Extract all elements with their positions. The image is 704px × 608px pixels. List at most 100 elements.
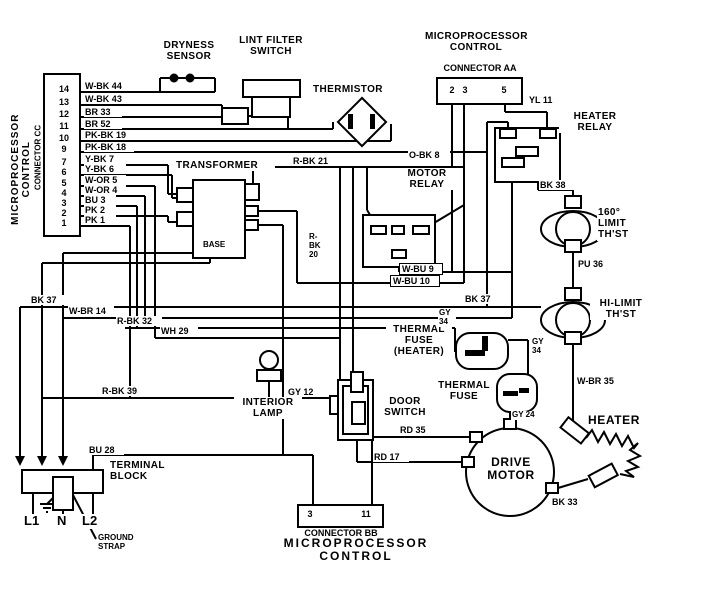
- bb-pin-3: 3: [302, 509, 318, 520]
- cc-pin-7: 7: [52, 157, 76, 168]
- wire-label-gy-24: GY 24: [511, 410, 543, 420]
- wire-label-wh-29: WH 29: [160, 326, 198, 337]
- wire-label-gy-34: GY 34: [438, 308, 456, 327]
- wire-label-br-33: BR 33: [84, 107, 122, 118]
- drive-motor-terminal: [469, 431, 483, 443]
- wire-label-bk-37: BK 37: [30, 295, 66, 306]
- wire-label-y-bk-7: Y-BK 7: [84, 154, 126, 165]
- wire-label-w-br-14: W-BR 14: [68, 306, 114, 317]
- aa-pin-3: 3: [458, 85, 472, 96]
- wire-label-pk-bk-19: PK-BK 19: [84, 130, 134, 141]
- terminal-n-label: N: [56, 513, 74, 529]
- wire-label-rd-35: RD 35: [399, 425, 435, 436]
- wire: [557, 478, 589, 489]
- motor-relay-terminal: [412, 225, 430, 235]
- cc-pin-3: 3: [52, 198, 76, 209]
- wire-label-pu-36: PU 36: [577, 259, 613, 270]
- aa-pin-2: 2: [445, 85, 459, 96]
- heater-relay-terminal: [499, 128, 517, 139]
- drive-motor-terminal: [461, 456, 475, 468]
- connector-aa-label: CONNECTOR AA: [432, 63, 528, 74]
- thermal-fuse-label: THERMAL FUSE: [432, 380, 496, 403]
- wire-label-r-bk-20: R- BK 20: [308, 232, 328, 260]
- wire-label-bk-37: BK 37: [464, 294, 500, 305]
- wire-label-y-bk-6: Y-BK 6: [84, 164, 126, 175]
- wire-label-gy-12: GY 12: [287, 387, 321, 398]
- heater-connector: [559, 415, 591, 445]
- wire-label-pk-2: PK 2: [84, 205, 116, 216]
- motor-relay-terminal: [370, 225, 387, 235]
- interior-lamp-label: INTERIOR LAMP: [234, 397, 302, 420]
- dryness-sensor-label: DRYNESS SENSOR: [150, 40, 228, 63]
- transformer-tab: [176, 187, 194, 203]
- cc-pin-6: 6: [52, 167, 76, 178]
- transformer-tab: [244, 219, 259, 231]
- wire-label-bu-3: BU 3: [84, 195, 116, 206]
- supply-arrow: [15, 456, 25, 466]
- terminal-l2-label: L2: [81, 513, 107, 529]
- cc-pin-11: 11: [52, 121, 76, 132]
- transformer-tab: [244, 205, 259, 217]
- transformer-tab: [176, 211, 194, 227]
- motor-relay-box: [362, 214, 436, 268]
- limit-160-label: 160° LIMIT TH'ST: [597, 207, 651, 241]
- wire-label-w-bk-44: W-BK 44: [84, 81, 132, 92]
- thermistor-pin: [370, 114, 375, 129]
- thermal-fuse-heater-pin: [465, 350, 485, 356]
- connector-cc-label: CONNECTOR CC: [33, 124, 43, 191]
- lint-filter-connector: [221, 107, 249, 125]
- wire-label-o-bk-8: O-BK 8: [408, 150, 450, 161]
- connector-bb-label: CONNECTOR BB: [301, 528, 381, 539]
- ground-strap-plate: [52, 476, 74, 511]
- hi-limit-terminal: [564, 287, 582, 301]
- motor-relay-label: MOTOR RELAY: [394, 168, 460, 191]
- supply-arrow: [58, 456, 68, 466]
- aa-pin-5: 5: [497, 85, 511, 96]
- wire-label-w-bu-9: W-BU 9: [399, 263, 443, 276]
- lint-filter-switch-sub: [251, 96, 291, 118]
- dryness-sensor-contact: [169, 73, 179, 83]
- wire-label-r-bk-32: R-BK 32: [116, 316, 162, 327]
- transformer-label: TRANSFORMER: [175, 160, 275, 172]
- heater-connector: [587, 462, 620, 489]
- wire-label-r-bk-21: R-BK 21: [292, 156, 338, 167]
- cc-pin-1: 1: [52, 218, 76, 229]
- wire-label-pk-1: PK 1: [84, 215, 116, 226]
- thermistor-body: [336, 96, 388, 148]
- wire-label-w-bk-43: W-BK 43: [84, 94, 132, 105]
- wire-label-pk-bk-18: PK-BK 18: [84, 142, 134, 153]
- cc-pin-2: 2: [52, 208, 76, 219]
- door-switch-terminal: [350, 371, 364, 393]
- dryness-sensor-contact: [185, 73, 195, 83]
- drive-motor-terminal: [545, 482, 559, 494]
- drive-motor-label: DRIVE MOTOR: [487, 455, 535, 483]
- thermal-fuse-heater-pin: [482, 336, 488, 351]
- connector-aa-title: MICROPROCESSOR CONTROL: [424, 31, 528, 54]
- supply-arrow: [37, 456, 47, 466]
- door-switch-label: DOOR SWITCH: [374, 396, 436, 419]
- wire-label-w-or-4: W-OR 4: [84, 185, 126, 196]
- wire-label-br-52: BR 52: [84, 119, 122, 130]
- heater-label: HEATER: [587, 413, 645, 428]
- limit-160-terminal: [564, 239, 582, 253]
- door-switch-tab: [329, 395, 339, 415]
- cc-pin-14: 14: [52, 84, 76, 95]
- transformer-base-label: BASE: [202, 240, 240, 250]
- thermistor-label: THERMISTOR: [312, 84, 400, 96]
- thermistor-pin: [348, 114, 353, 129]
- hi-limit-terminal: [564, 331, 582, 345]
- connector-cc-control-label: MICROPROCESSOR CONTROL: [9, 113, 32, 225]
- terminal-l1-label: L1: [23, 513, 47, 529]
- wire-label-bk-33: BK 33: [551, 497, 587, 508]
- wire-label-bu-28: BU 28: [88, 445, 124, 456]
- wire-label-w-or-5: W-OR 5: [84, 175, 126, 186]
- cc-pin-5: 5: [52, 178, 76, 189]
- wire-label-gy-34: GY 34: [531, 337, 549, 356]
- interior-lamp-bulb: [259, 350, 279, 370]
- wire-label-yl-11: YL 11: [528, 95, 560, 106]
- cc-pin-9: 9: [52, 144, 76, 155]
- wire-label-w-br-35: W-BR 35: [576, 376, 622, 387]
- terminal-block-label: TERMINAL BLOCK: [109, 460, 177, 483]
- lint-filter-switch-body: [242, 79, 301, 98]
